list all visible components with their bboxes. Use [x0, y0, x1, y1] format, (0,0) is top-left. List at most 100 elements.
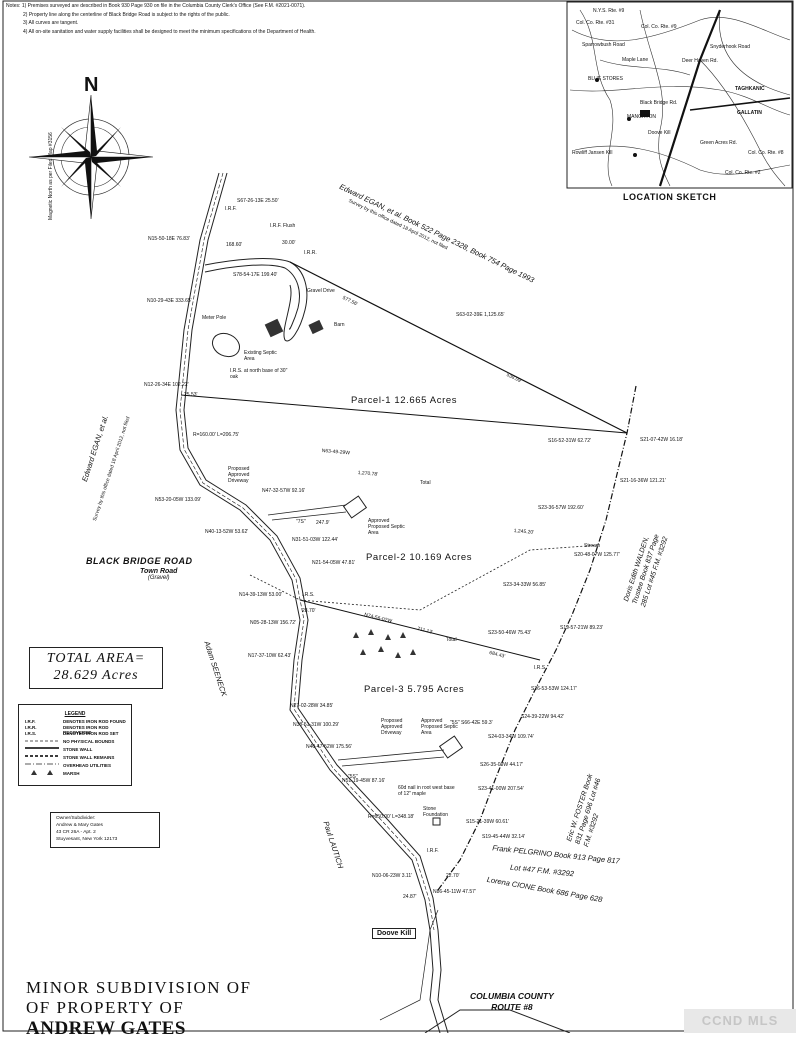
distance-label: 168.60' — [226, 242, 243, 248]
bearing-label: N05-28-13W 156.72' — [250, 620, 296, 626]
map-label: Gravel Drive — [307, 288, 335, 294]
loc-label: MANORTON — [627, 114, 656, 120]
east-boundary — [437, 385, 637, 891]
total-area-value: 28.629 Acres — [53, 668, 139, 683]
bearing-label: S20-48-07W 125.77' — [574, 552, 620, 558]
legend-item: MARSH — [63, 771, 80, 776]
legend-line-symbols — [25, 740, 59, 775]
bearing-label: S23-36-57W 192.60' — [538, 505, 584, 511]
loc-label: GALLATIN — [737, 110, 762, 116]
location-sketch — [566, 1, 793, 189]
legend-item: DENOTES IRON ROD RECOVERED — [63, 725, 109, 735]
map-label: Barn — [334, 322, 345, 328]
loc-label: Rowliff Jansen Kill — [572, 150, 613, 156]
total-area-box: TOTAL AREA= 28.629 Acres — [29, 647, 163, 689]
map-label: Total — [446, 637, 457, 643]
note-3: 3) All curves are tangent. — [23, 20, 79, 27]
location-sketch-caption: LOCATION SKETCH — [623, 192, 717, 202]
town-road-type: Town Road — [140, 568, 178, 575]
loc-label: Doove Kill — [648, 130, 671, 136]
loc-label: Sparrowbush Road — [582, 42, 625, 48]
marsh — [353, 629, 416, 658]
map-label: Total — [420, 480, 431, 486]
parcel-2-label: Parcel-2 10.169 Acres — [366, 552, 473, 563]
bearing-label: S24-39-22W 94.42' — [521, 714, 564, 720]
bearing-label: R=160.00' L=206.75' — [193, 432, 240, 438]
loc-label: Black Bridge Rd. — [640, 100, 678, 106]
title-block: MINOR SUBDIVISION OF OF PROPERTY OF ANDR… — [26, 978, 252, 1040]
distance-label: 24.87' — [403, 894, 417, 900]
road-surface: (Gravel) — [147, 575, 170, 581]
note-4: 4) All on-site sanitation and water supp… — [23, 28, 316, 35]
map-label: Approved Proposed Septic Area — [368, 518, 405, 536]
north-letter: N — [84, 74, 99, 96]
bearing-label: S16-52-31W 62.72' — [548, 438, 591, 444]
distance-label: 28.70' — [302, 608, 316, 614]
approved-septic-area-2 — [342, 495, 368, 519]
map-label: I.R.F. Flush — [270, 223, 296, 229]
note-2: 2) Property line along the centerline of… — [23, 11, 230, 18]
bearing-label: N40-13-52W 53.62' — [205, 529, 249, 535]
parcel-3-label: Parcel-3 5.795 Acres — [364, 684, 465, 695]
loc-label: Deer Haven Rd. — [682, 58, 718, 64]
legend-item: DENOTES IRON ROD FOUND — [63, 719, 126, 724]
bearing-label: N40-47-52W 175.56' — [306, 744, 352, 750]
map-label: I.R.S. at north base of 30" oak — [230, 368, 288, 380]
bearing-label: S21-07-42W 16.18' — [640, 437, 683, 443]
town-road-label: Town Road (Gravel) — [140, 568, 177, 581]
bearing-label: S63-02-39E 1,125.65' — [456, 312, 505, 318]
legend-symbol: I.R.S. — [25, 731, 37, 736]
bearing-label: S78-54-17E 199.40' — [233, 272, 278, 278]
legend-item: NO PHYSICAL BOUNDS — [63, 739, 115, 744]
map-label: I.R.S. — [302, 592, 315, 598]
black-bridge-road-label: BLACK BRIDGE ROAD — [86, 556, 193, 566]
bearing-label: S23-34-33W 56.85' — [503, 582, 546, 588]
map-label: "7S" — [296, 519, 306, 525]
map-label: "5S" — [348, 774, 358, 780]
legend: LEGEND DENOTES IRON ROD FOUND DENOTES IR… — [18, 704, 132, 786]
distance-label: 30.00' — [282, 240, 296, 246]
legend-item: STONE WALL — [63, 747, 93, 752]
house — [264, 318, 284, 338]
legend-title: LEGEND — [64, 711, 86, 717]
black-bridge-road — [175, 172, 441, 1033]
existing-septic-area — [211, 332, 241, 358]
loc-label: N.Y.S. Rte. #9 — [593, 8, 625, 14]
bearing-label: S19-45-44W 32.14' — [482, 834, 525, 840]
loc-label: Col. Co. Rte. #2 — [725, 170, 761, 176]
barn — [308, 319, 324, 335]
legend-item: STONE WALL REMAINS — [63, 755, 115, 760]
bearing-label: N12-26-34E 102.22' — [144, 382, 189, 388]
bearing-label: N10-06-23W 3.11' — [372, 873, 413, 879]
approved-septic-area-3 — [438, 735, 464, 759]
bearing-label: S24-03-34W 109.74' — [488, 734, 534, 740]
map-label: "5S" S66-42E 59.3' — [450, 720, 493, 726]
bearing-label: S19-57-21W 89.23' — [560, 625, 603, 631]
bearing-label: S26-53-53W 124.17' — [531, 686, 577, 692]
owner-city: Stuyvesant, New York 12173 — [56, 837, 118, 842]
bearing-label: S23-50-46W 75.43' — [488, 630, 531, 636]
map-label: Existing Septic Area — [244, 350, 277, 362]
owner-names: Andrew & Mary Gates — [56, 823, 103, 828]
doove-kill-label: Doove Kill — [372, 928, 417, 939]
loc-label: Col. Co. Rte. #8 — [748, 150, 784, 156]
title-line-1: MINOR SUBDIVISION OF — [26, 978, 252, 997]
loc-label: Snyderhook Road — [710, 44, 751, 50]
map-label: Meter Pole — [202, 315, 227, 321]
loc-label: Col. Co. Rte. #9 — [641, 24, 677, 30]
title-owner-name: ANDREW GATES — [26, 1018, 186, 1039]
bearing-label: N47-32-57W 92.16' — [262, 488, 306, 494]
bearing-label: N15-50-18E 76.83' — [148, 236, 190, 242]
bearing-label: S23-41-00W 207.54' — [478, 786, 524, 792]
loc-label: Maple Lane — [622, 57, 649, 63]
bearing-label: N21-54-05W 47.81' — [312, 560, 356, 566]
loc-label: Green Acres Rd. — [700, 140, 737, 146]
bearing-label: S21-16-36W 121.21' — [620, 478, 666, 484]
loc-label: Col. Co. Rte. #31 — [576, 20, 615, 26]
map-label: I.R.F. — [427, 848, 439, 854]
legend-symbol: I.R.F. — [25, 719, 36, 724]
loc-label: BLUE STORES — [588, 76, 623, 82]
distance-label: 22.70' — [446, 873, 460, 879]
